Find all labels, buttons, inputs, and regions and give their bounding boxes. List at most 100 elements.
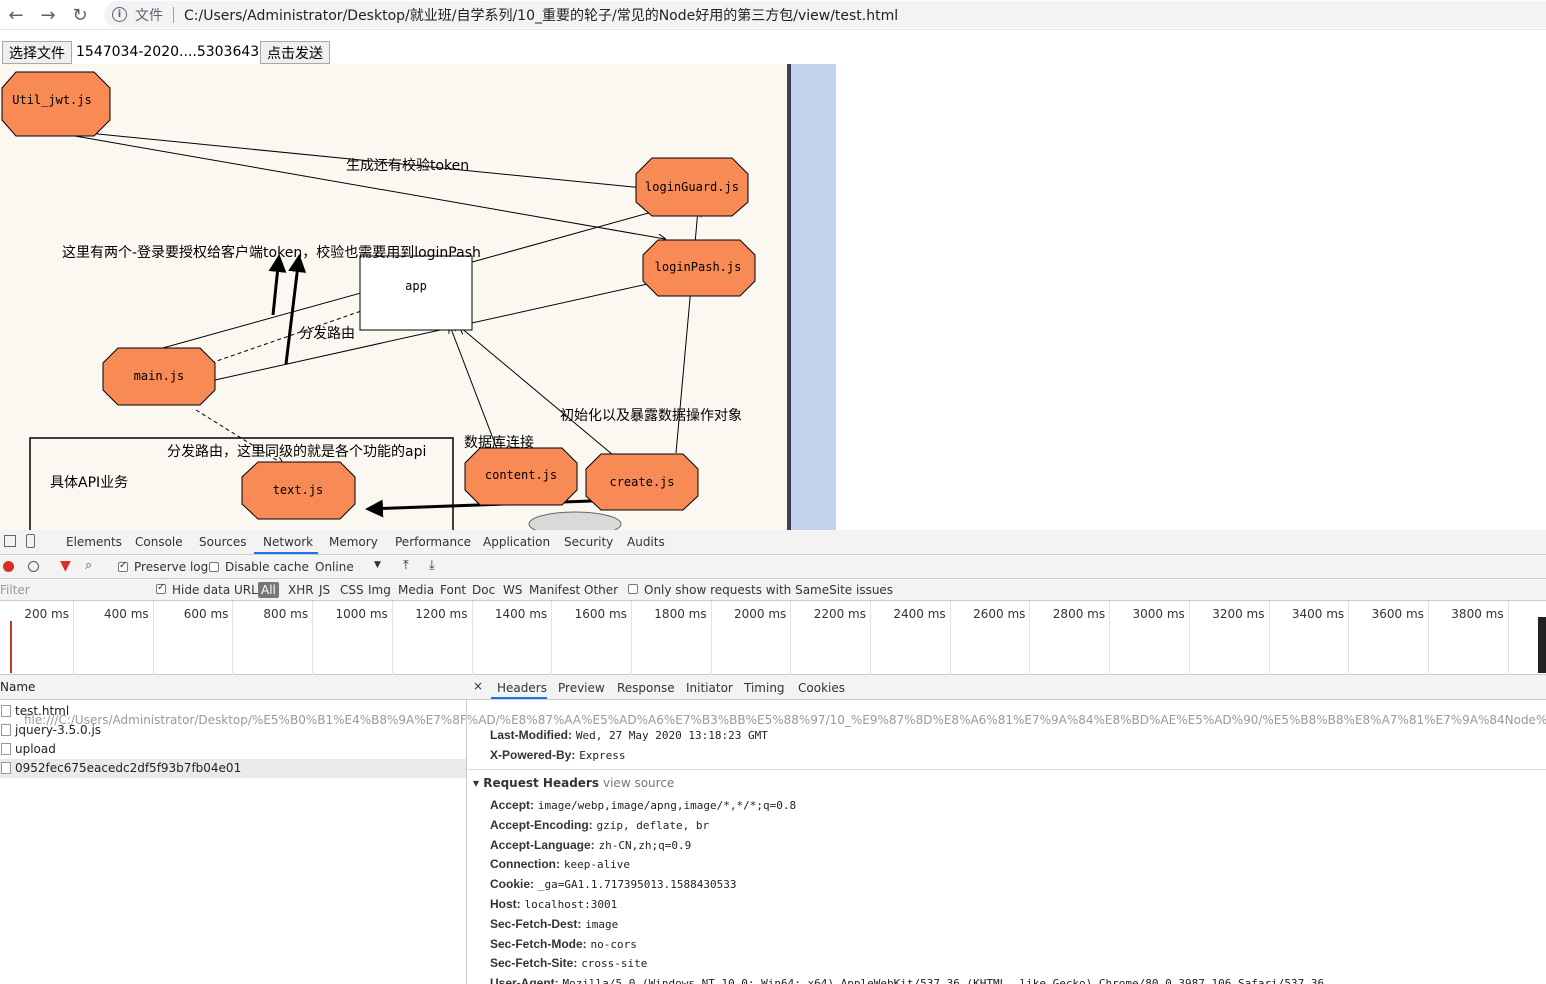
tab-security[interactable]: Security [564, 535, 614, 549]
type-filter-xhr[interactable]: XHR [288, 583, 314, 597]
timeline-tick-label: 1400 ms [494, 607, 548, 621]
disable-cache-checkbox[interactable] [209, 562, 219, 572]
tab-cookies[interactable]: Cookies [798, 681, 845, 695]
tab-audits[interactable]: Audits [627, 535, 665, 549]
tab-network[interactable]: Network [263, 535, 314, 549]
request-row[interactable]: upload [0, 740, 466, 759]
type-filter-manifest[interactable]: Manifest [529, 583, 581, 597]
node-create-label: create.js [609, 475, 674, 489]
thick-arrow-2 [284, 254, 307, 365]
name-column-header[interactable]: Name [0, 675, 467, 700]
filter-icon[interactable]: ▼ [60, 558, 71, 574]
search-icon[interactable]: ⌕ [85, 558, 93, 573]
thick-arrow-1 [268, 254, 287, 316]
preserve-log-checkbox[interactable] [118, 560, 128, 572]
node-util-jwt: Util_jwt.js [1, 71, 111, 137]
type-filter-img[interactable]: Img [368, 583, 391, 597]
node-login-guard: loginGuard.js [635, 157, 749, 217]
header-x-powered-by: X-Powered-By: Express [490, 748, 626, 762]
type-filter-ws[interactable]: WS [503, 583, 523, 597]
tab-elements[interactable]: Elements [66, 535, 122, 549]
inspect-icon[interactable] [4, 535, 16, 547]
info-icon[interactable]: i [112, 7, 127, 22]
device-toggle-icon[interactable] [26, 534, 35, 548]
node-login-guard-label: loginGuard.js [645, 180, 739, 194]
type-filter-doc[interactable]: Doc [472, 583, 496, 597]
node-login-pash: loginPash.js [642, 239, 756, 297]
timeline-gridline [1029, 601, 1031, 675]
request-header-line: Accept-Language: zh-CN,zh;q=0.9 [490, 837, 692, 852]
hide-data-urls-checkbox[interactable] [156, 582, 166, 594]
tab-memory[interactable]: Memory [329, 535, 378, 549]
edge-jwt-pash [74, 135, 665, 239]
network-toolbar: ▼ ⌕ Preserve log Disable cache Online ▼ … [0, 555, 1546, 579]
tab-performance[interactable]: Performance [395, 535, 472, 549]
tab-application[interactable]: Application [483, 535, 551, 549]
timeline-gridline [710, 601, 712, 675]
request-headers-section[interactable]: ▾ Request Headers [473, 776, 599, 790]
label-init: 初始化以及暴露数据操作对象 [560, 407, 742, 424]
back-icon[interactable]: ← [8, 4, 24, 26]
file-icon [1, 724, 11, 736]
export-icon[interactable]: ⤓ [429, 558, 435, 573]
import-icon[interactable]: ⤒ [403, 558, 409, 573]
label-api-biz: 具体API业务 [50, 475, 128, 491]
type-filter-other[interactable]: Other [584, 583, 619, 597]
detail-tabbar: × Headers Preview Response Initiator Tim… [467, 675, 1546, 700]
request-header-line: Sec-Fetch-Dest: image [490, 916, 619, 931]
omnibox-separator [173, 6, 174, 23]
tab-console[interactable]: Console [135, 535, 183, 549]
clear-icon[interactable] [28, 561, 39, 572]
type-filter-js[interactable]: JS [319, 583, 331, 597]
timeline-gridline [471, 601, 473, 675]
tab-initiator[interactable]: Initiator [686, 681, 733, 695]
timeline-gridline [551, 601, 553, 675]
timeline-gridline [1109, 601, 1111, 675]
tab-response[interactable]: Response [617, 681, 675, 695]
browser-toolbar: ← → ↻ i 文件 C:/Users/Administrator/Deskto… [0, 0, 1546, 30]
tab-headers[interactable]: Headers [497, 681, 547, 695]
send-button[interactable]: 点击发送 [260, 41, 330, 64]
filter-input[interactable]: Filter [0, 583, 30, 597]
database-icon [528, 511, 622, 530]
type-filter-media[interactable]: Media [398, 583, 435, 597]
chevron-down-icon[interactable]: ▼ [374, 560, 381, 570]
timeline-gridline [1188, 601, 1190, 675]
close-icon[interactable]: × [473, 679, 484, 693]
label-route-api: 分发路由，这里同级的就是各个功能的api [167, 443, 426, 460]
request-row[interactable]: test.html [0, 702, 466, 721]
request-header-line: Accept: image/webp,image/apng,image/*,*/… [490, 798, 797, 812]
request-detail-panel: × Headers Preview Response Initiator Tim… [467, 675, 1546, 984]
request-header-line: Cookie: _ga=GA1.1.717395013.1588430533 [490, 877, 737, 892]
timeline-tick-label: 3800 ms [1451, 607, 1504, 621]
address-bar[interactable]: i 文件 C:/Users/Administrator/Desktop/就业班/… [104, 1, 1546, 28]
tab-sources[interactable]: Sources [199, 535, 247, 549]
tab-timing[interactable]: Timing [744, 681, 785, 695]
forward-icon[interactable]: → [40, 4, 56, 26]
timeline-gridline [152, 601, 154, 675]
reload-icon[interactable]: ↻ [72, 4, 88, 26]
timeline-scroll-handle[interactable] [1538, 617, 1546, 673]
omnibox-url[interactable]: C:/Users/Administrator/Desktop/就业班/自学系列/… [184, 7, 899, 24]
request-row[interactable]: jquery-3.5.0.js [0, 721, 466, 740]
timeline-gridline [790, 601, 792, 675]
type-filter-all[interactable]: All [258, 582, 279, 598]
record-icon[interactable] [3, 561, 14, 572]
request-row-selected[interactable]: 0952fec675eacedc2df5f93b7fb04e01 [0, 759, 466, 778]
samesite-checkbox[interactable] [628, 584, 638, 594]
throttle-select[interactable]: Online [315, 560, 354, 574]
api-box [29, 437, 454, 530]
type-filter-css[interactable]: CSS [340, 583, 364, 597]
timeline-gridline [870, 601, 871, 675]
timeline-gridline [1348, 601, 1350, 675]
request-name: upload [15, 742, 56, 756]
choose-file-button[interactable]: 选择文件 [2, 41, 72, 64]
edge-jwt-guard [67, 130, 643, 188]
tab-preview[interactable]: Preview [558, 681, 605, 695]
node-login-pash-label: loginPash.js [655, 260, 742, 274]
view-source-link[interactable]: view source [603, 776, 675, 790]
node-create: create.js [585, 453, 699, 511]
label-db: 数据库连接 [464, 434, 534, 451]
type-filter-font[interactable]: Font [440, 583, 467, 597]
